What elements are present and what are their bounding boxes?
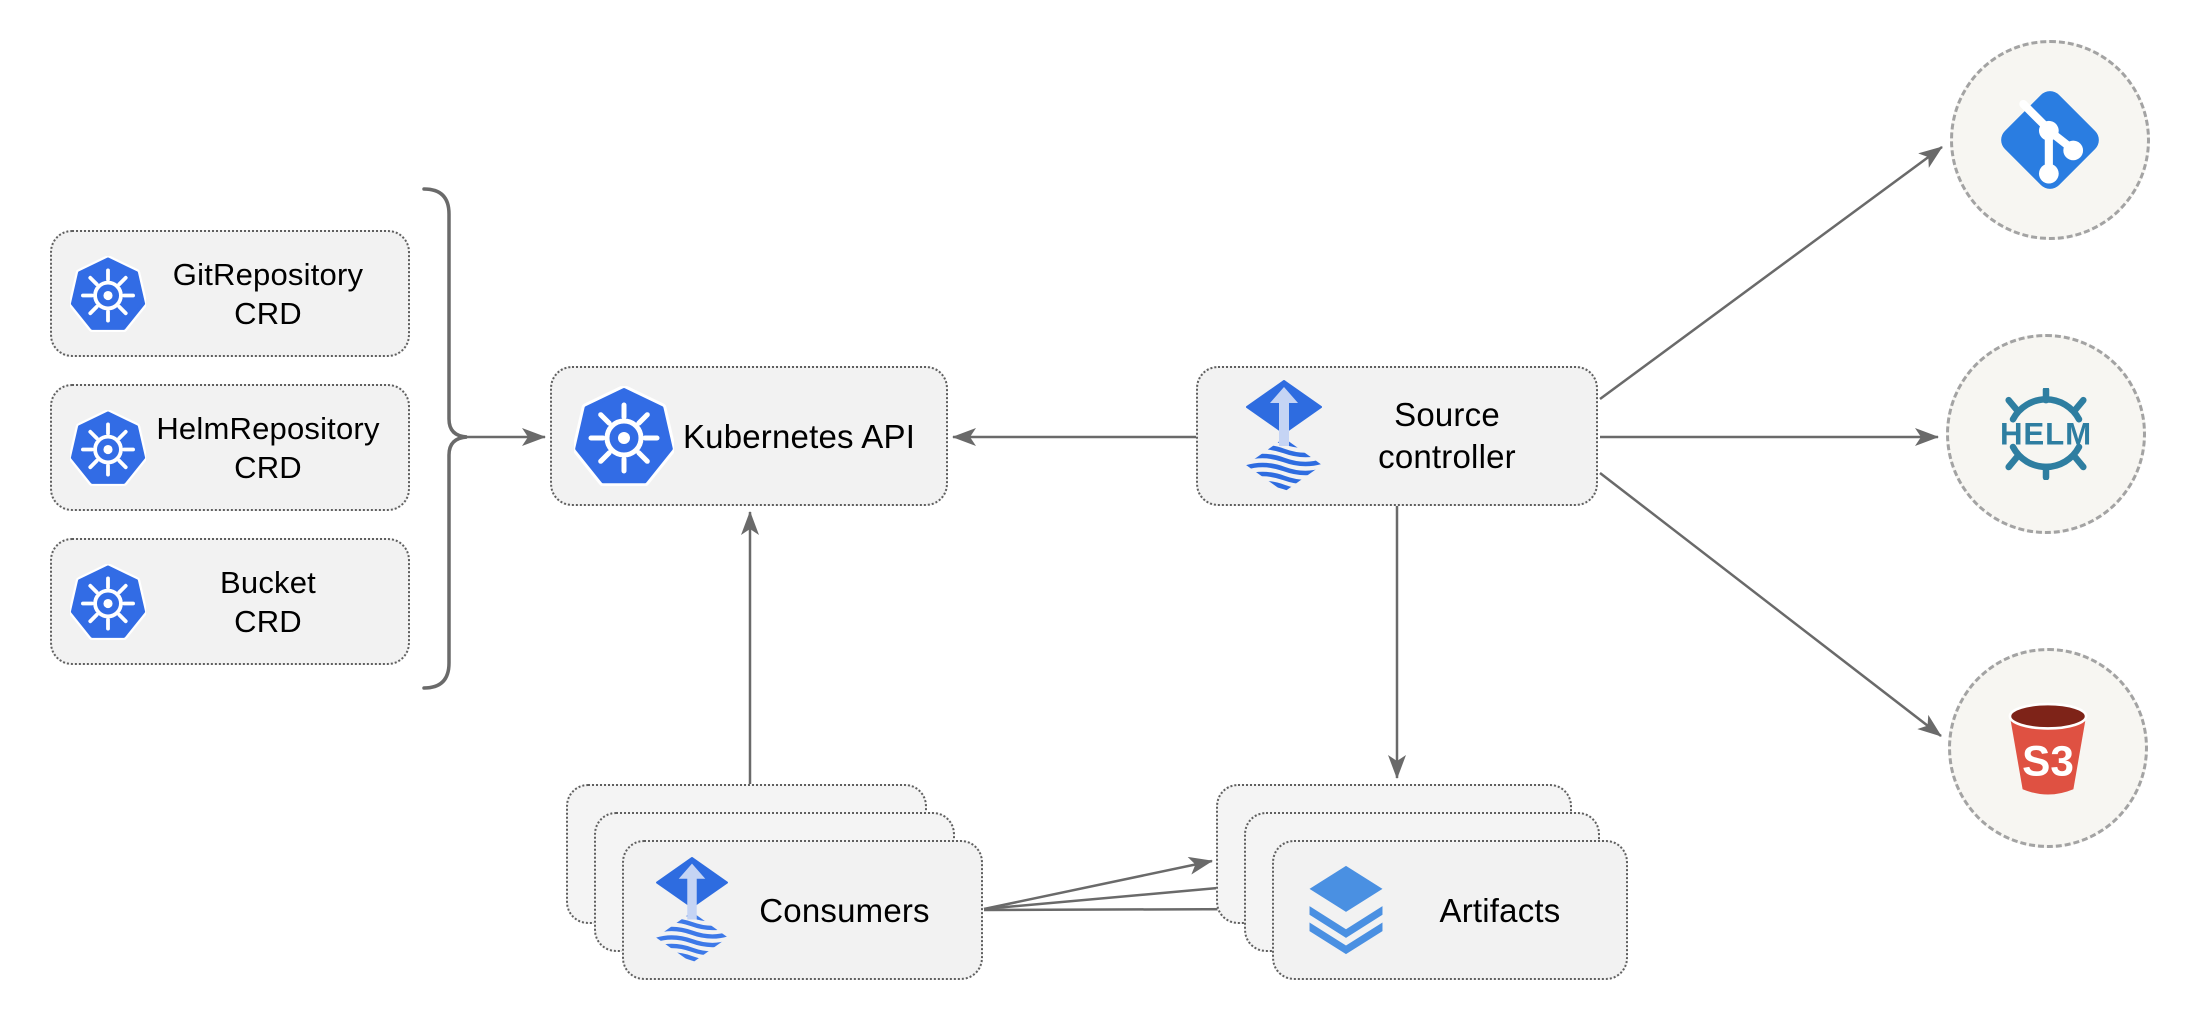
s3-icon-text: S3 <box>2022 738 2074 785</box>
node-helm-circle: HELM <box>1946 334 2146 534</box>
node-label: Kubernetes API <box>682 417 916 455</box>
node-artifacts: Artifacts <box>1272 840 1628 980</box>
node-gitrepository-crd: GitRepository CRD <box>50 230 410 357</box>
flux-icon <box>1246 380 1322 492</box>
node-source-controller: Source controller <box>1196 366 1598 506</box>
arrow-source-to-git <box>1599 145 1943 401</box>
node-label: Consumers <box>759 891 930 929</box>
node-git-circle <box>1950 40 2150 240</box>
node-label: Bucket CRD <box>220 564 316 639</box>
flux-icon <box>656 857 728 963</box>
arrow-consumers-to-artifacts-1 <box>983 856 1213 911</box>
kubernetes-icon <box>70 409 146 486</box>
git-icon <box>2001 91 2099 189</box>
node-label: Artifacts <box>1439 891 1561 929</box>
helm-icon: HELM <box>2000 388 2092 480</box>
arrow-source-to-s3 <box>1599 472 1942 737</box>
kubernetes-icon <box>70 563 146 640</box>
kubernetes-icon <box>70 255 146 332</box>
node-kubernetes-api: Kubernetes API <box>550 366 948 506</box>
node-bucket-crd: Bucket CRD <box>50 538 410 665</box>
node-label: GitRepository CRD <box>172 256 364 331</box>
node-helmrepository-crd: HelmRepository CRD <box>50 384 410 511</box>
node-label: HelmRepository CRD <box>156 410 380 485</box>
node-s3-circle: S3 <box>1948 648 2148 848</box>
node-consumers: Consumers <box>622 840 983 980</box>
layers-icon <box>1309 865 1383 955</box>
helm-icon-text: HELM <box>2000 416 2092 451</box>
arrow-consumers-to-artifacts-2 <box>983 879 1241 911</box>
s3-bucket-icon: S3 <box>2008 702 2088 795</box>
kubernetes-icon <box>574 386 674 486</box>
node-label: Source controller <box>1378 396 1516 475</box>
crd-group-brace <box>422 187 468 690</box>
